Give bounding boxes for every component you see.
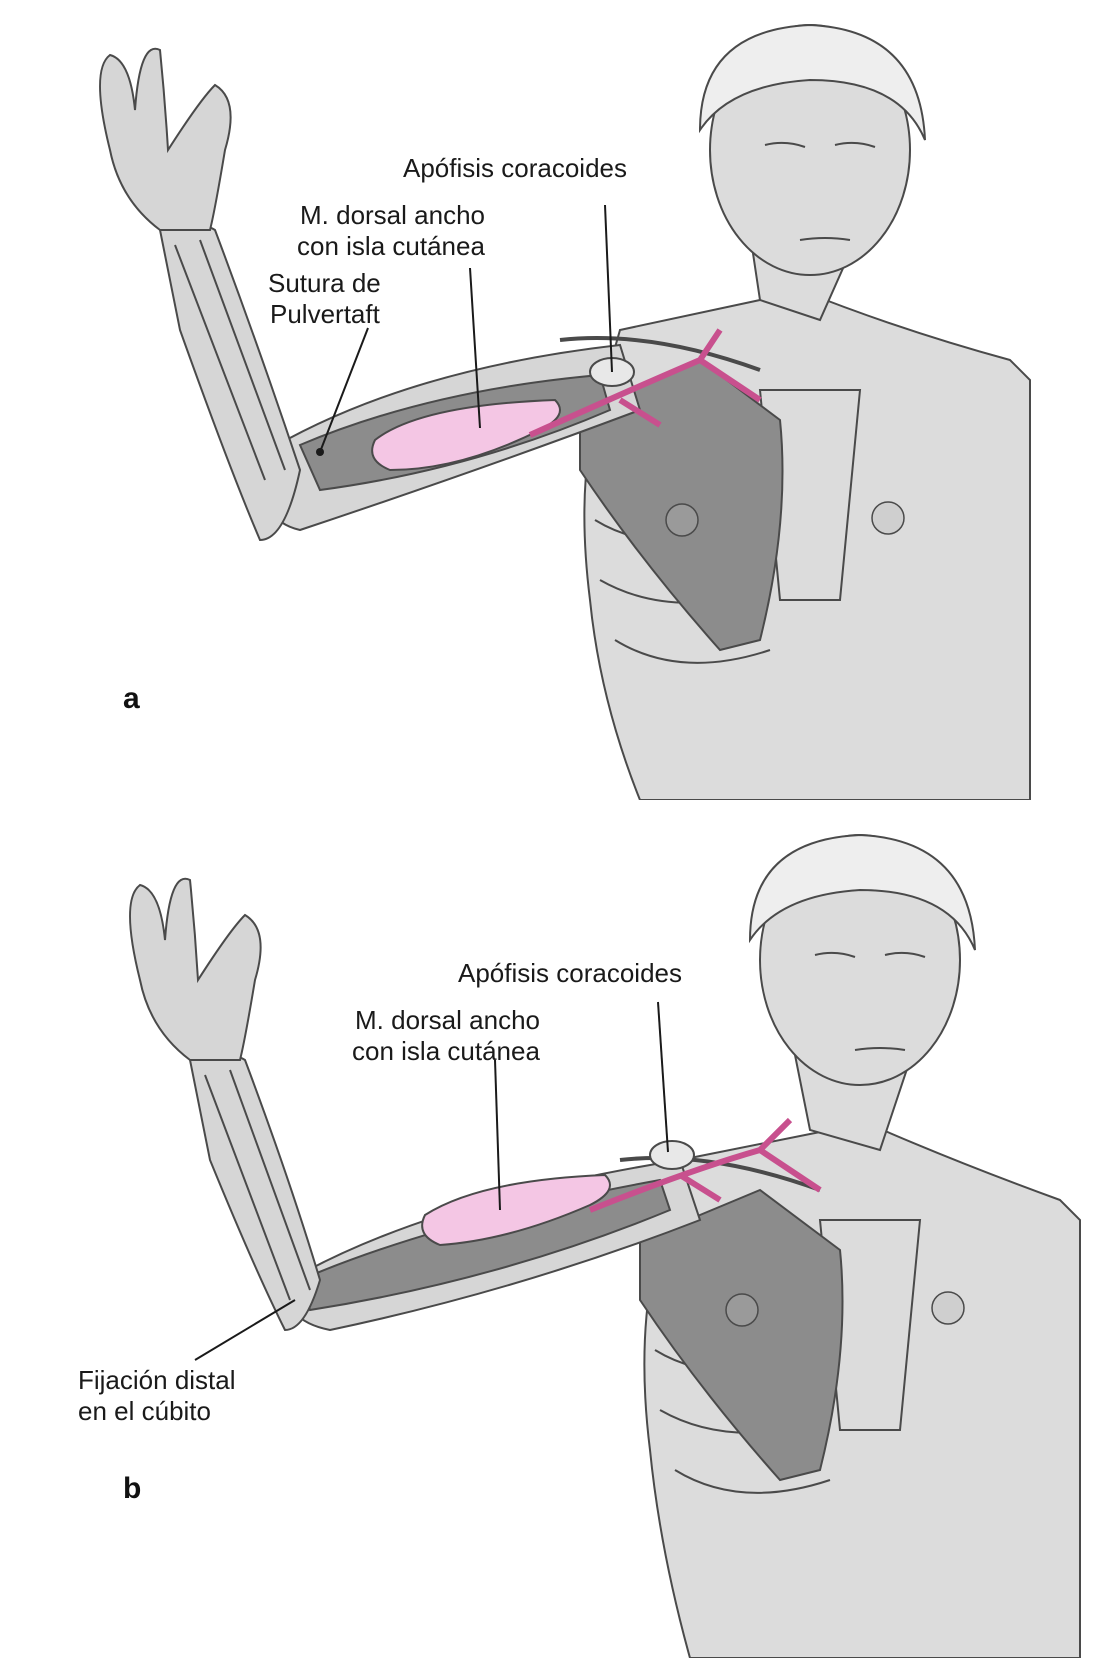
suture-point [316, 448, 324, 456]
eye-left [814, 951, 856, 958]
panel-letter-a: a [123, 682, 140, 715]
leader-coracoid [604, 204, 613, 373]
mouth [854, 1047, 906, 1051]
label-fixation-line2: en el cúbito [78, 1396, 211, 1426]
nipple-right [931, 1291, 965, 1325]
leader-suture [319, 327, 369, 453]
coracoid-process [649, 1140, 695, 1170]
hand [129, 877, 262, 1061]
vessels [528, 328, 762, 438]
mouth [799, 237, 851, 241]
label-latissimus-line2: con isla cutánea [297, 231, 485, 261]
panel-letter-b: b [123, 1472, 142, 1505]
hand [99, 47, 232, 231]
label-latissimus-line2: con isla cutánea [352, 1036, 540, 1066]
panel-b: Apófisis coracoides M. dorsal ancho con … [0, 830, 1120, 1658]
vessels [588, 1117, 822, 1213]
eye-right [834, 141, 876, 148]
hair [698, 23, 926, 141]
leader-latissimus [469, 267, 481, 429]
forearm-bones [174, 239, 286, 481]
chest-muscle [639, 1188, 844, 1482]
eye-right [884, 951, 926, 958]
skin-island [421, 1173, 611, 1247]
leader-latissimus [494, 1059, 501, 1211]
forearm [158, 224, 302, 542]
nipple-left [725, 1293, 759, 1327]
label-latissimus-line1: M. dorsal ancho [300, 200, 485, 230]
panel-a-illustration [99, 23, 1031, 800]
label-latissimus-line1: M. dorsal ancho [355, 1005, 540, 1035]
leader-fixation [194, 1299, 296, 1361]
leader-coracoid [657, 1001, 669, 1153]
label-coracoid: Apófisis coracoides [403, 153, 627, 183]
eye-left [764, 141, 806, 148]
hair [748, 833, 976, 951]
label-suture-line2: Pulvertaft [270, 299, 380, 329]
clavicle [559, 336, 761, 372]
nipple-right [871, 501, 905, 535]
nipple-left [665, 503, 699, 537]
panel-a: Apófisis coracoides M. dorsal ancho con … [0, 0, 1120, 800]
transferred-muscle [298, 1178, 672, 1312]
forearm-bones [204, 1069, 311, 1301]
label-fixation-line1: Fijación distal [78, 1365, 236, 1395]
panel-b-illustration [129, 833, 1081, 1658]
forearm [188, 1054, 322, 1332]
label-coracoid: Apófisis coracoides [458, 958, 682, 988]
label-suture-line1: Sutura de [268, 268, 381, 298]
